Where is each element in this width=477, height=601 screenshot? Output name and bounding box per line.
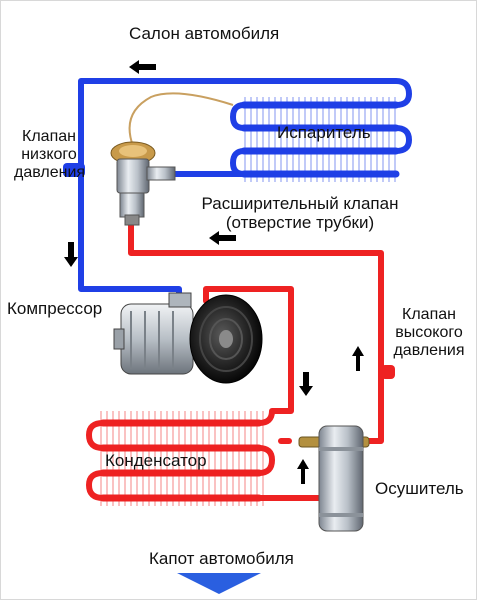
expansion-valve-label: Расширительный клапан (отверстие трубки) [185,194,415,232]
hood-arrow-icon [177,573,261,594]
arrow-down-left-icon [64,242,78,267]
high-valve-line-1: Клапан [402,306,456,323]
compressor-label: Компрессор [7,299,103,318]
dryer-label: Осушитель [375,479,464,498]
compressor-icon [113,292,263,384]
arrow-down-right-icon [299,372,313,396]
high-valve-line-2: высокого [395,324,463,341]
low-pressure-valve-label: Клапан низкого давления [14,128,86,182]
low-valve-line-3: давления [14,164,86,181]
flow-arrows [64,60,364,484]
low-valve-line-1: Клапан [22,128,76,145]
evaporator-label: Испаритель [277,123,371,142]
condenser-coil [99,419,263,502]
high-pressure-valve-icon [381,365,395,379]
arrow-up-right-icon [352,346,364,371]
arrow-left-mid-icon [209,231,236,245]
high-valve-line-3: давления [393,342,465,359]
low-valve-line-2: низкого [21,146,77,163]
condenser-label: Конденсатор [105,451,207,470]
expansion-line-2: (отверстие трубки) [225,213,375,232]
expansion-line-1: Расширительный клапан [201,194,399,213]
receiver-dryer-icon [298,425,370,532]
expansion-valve-icon [110,141,176,226]
arrow-left-top-icon [129,60,156,74]
hood-label: Капот автомобиля [149,549,294,568]
low-pressure-valve-icon [63,163,85,177]
condenser-fins [100,411,264,506]
arrow-up-dryer-icon [297,459,309,484]
high-pressure-valve-label: Клапан высокого давления [383,306,475,360]
evaporator-coil [240,101,400,178]
capillary-tube [128,92,234,147]
cabin-label: Салон автомобиля [129,24,280,43]
evaporator-fins [244,97,396,182]
